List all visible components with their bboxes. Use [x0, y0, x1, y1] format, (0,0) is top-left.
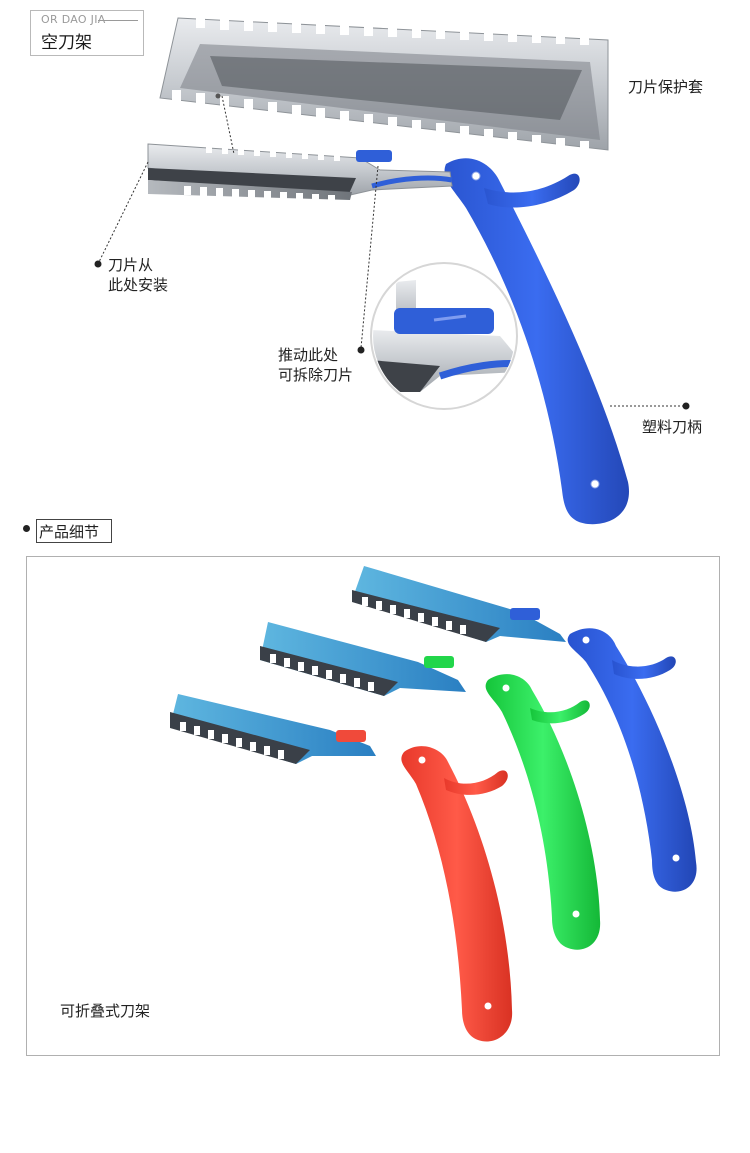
leader-dot-push [357, 346, 365, 354]
label-push-line2: 可拆除刀片 [278, 366, 354, 384]
section-bullet [23, 525, 30, 532]
section-title-frame [36, 519, 112, 543]
header-tag-frame [30, 10, 144, 56]
leader-dot-install [94, 260, 102, 268]
header-title: 空刀架 [41, 33, 92, 53]
label-push-line1: 推动此处 [278, 346, 339, 364]
razor-diagram [94, 16, 690, 525]
label-blade-cover: 刀片保护套 [628, 78, 704, 96]
leader-dot-handle [682, 402, 690, 410]
blade-cover [159, 16, 609, 153]
razor-handle-blue [444, 158, 629, 525]
leader-lines [97, 95, 686, 407]
section-title: 产品细节 [39, 523, 100, 541]
caption-foldable: 可折叠式刀架 [60, 1002, 151, 1020]
label-install-line1: 刀片从 [108, 256, 154, 274]
label-handle: 塑料刀柄 [642, 418, 703, 436]
zoom-inset [370, 262, 518, 410]
header-divider [98, 20, 138, 21]
label-install-line2: 此处安装 [108, 276, 169, 294]
razor-blade-holder [147, 143, 453, 204]
header-subtitle: OR DAO JIA [41, 13, 106, 26]
product-detail-frame [26, 556, 720, 1056]
